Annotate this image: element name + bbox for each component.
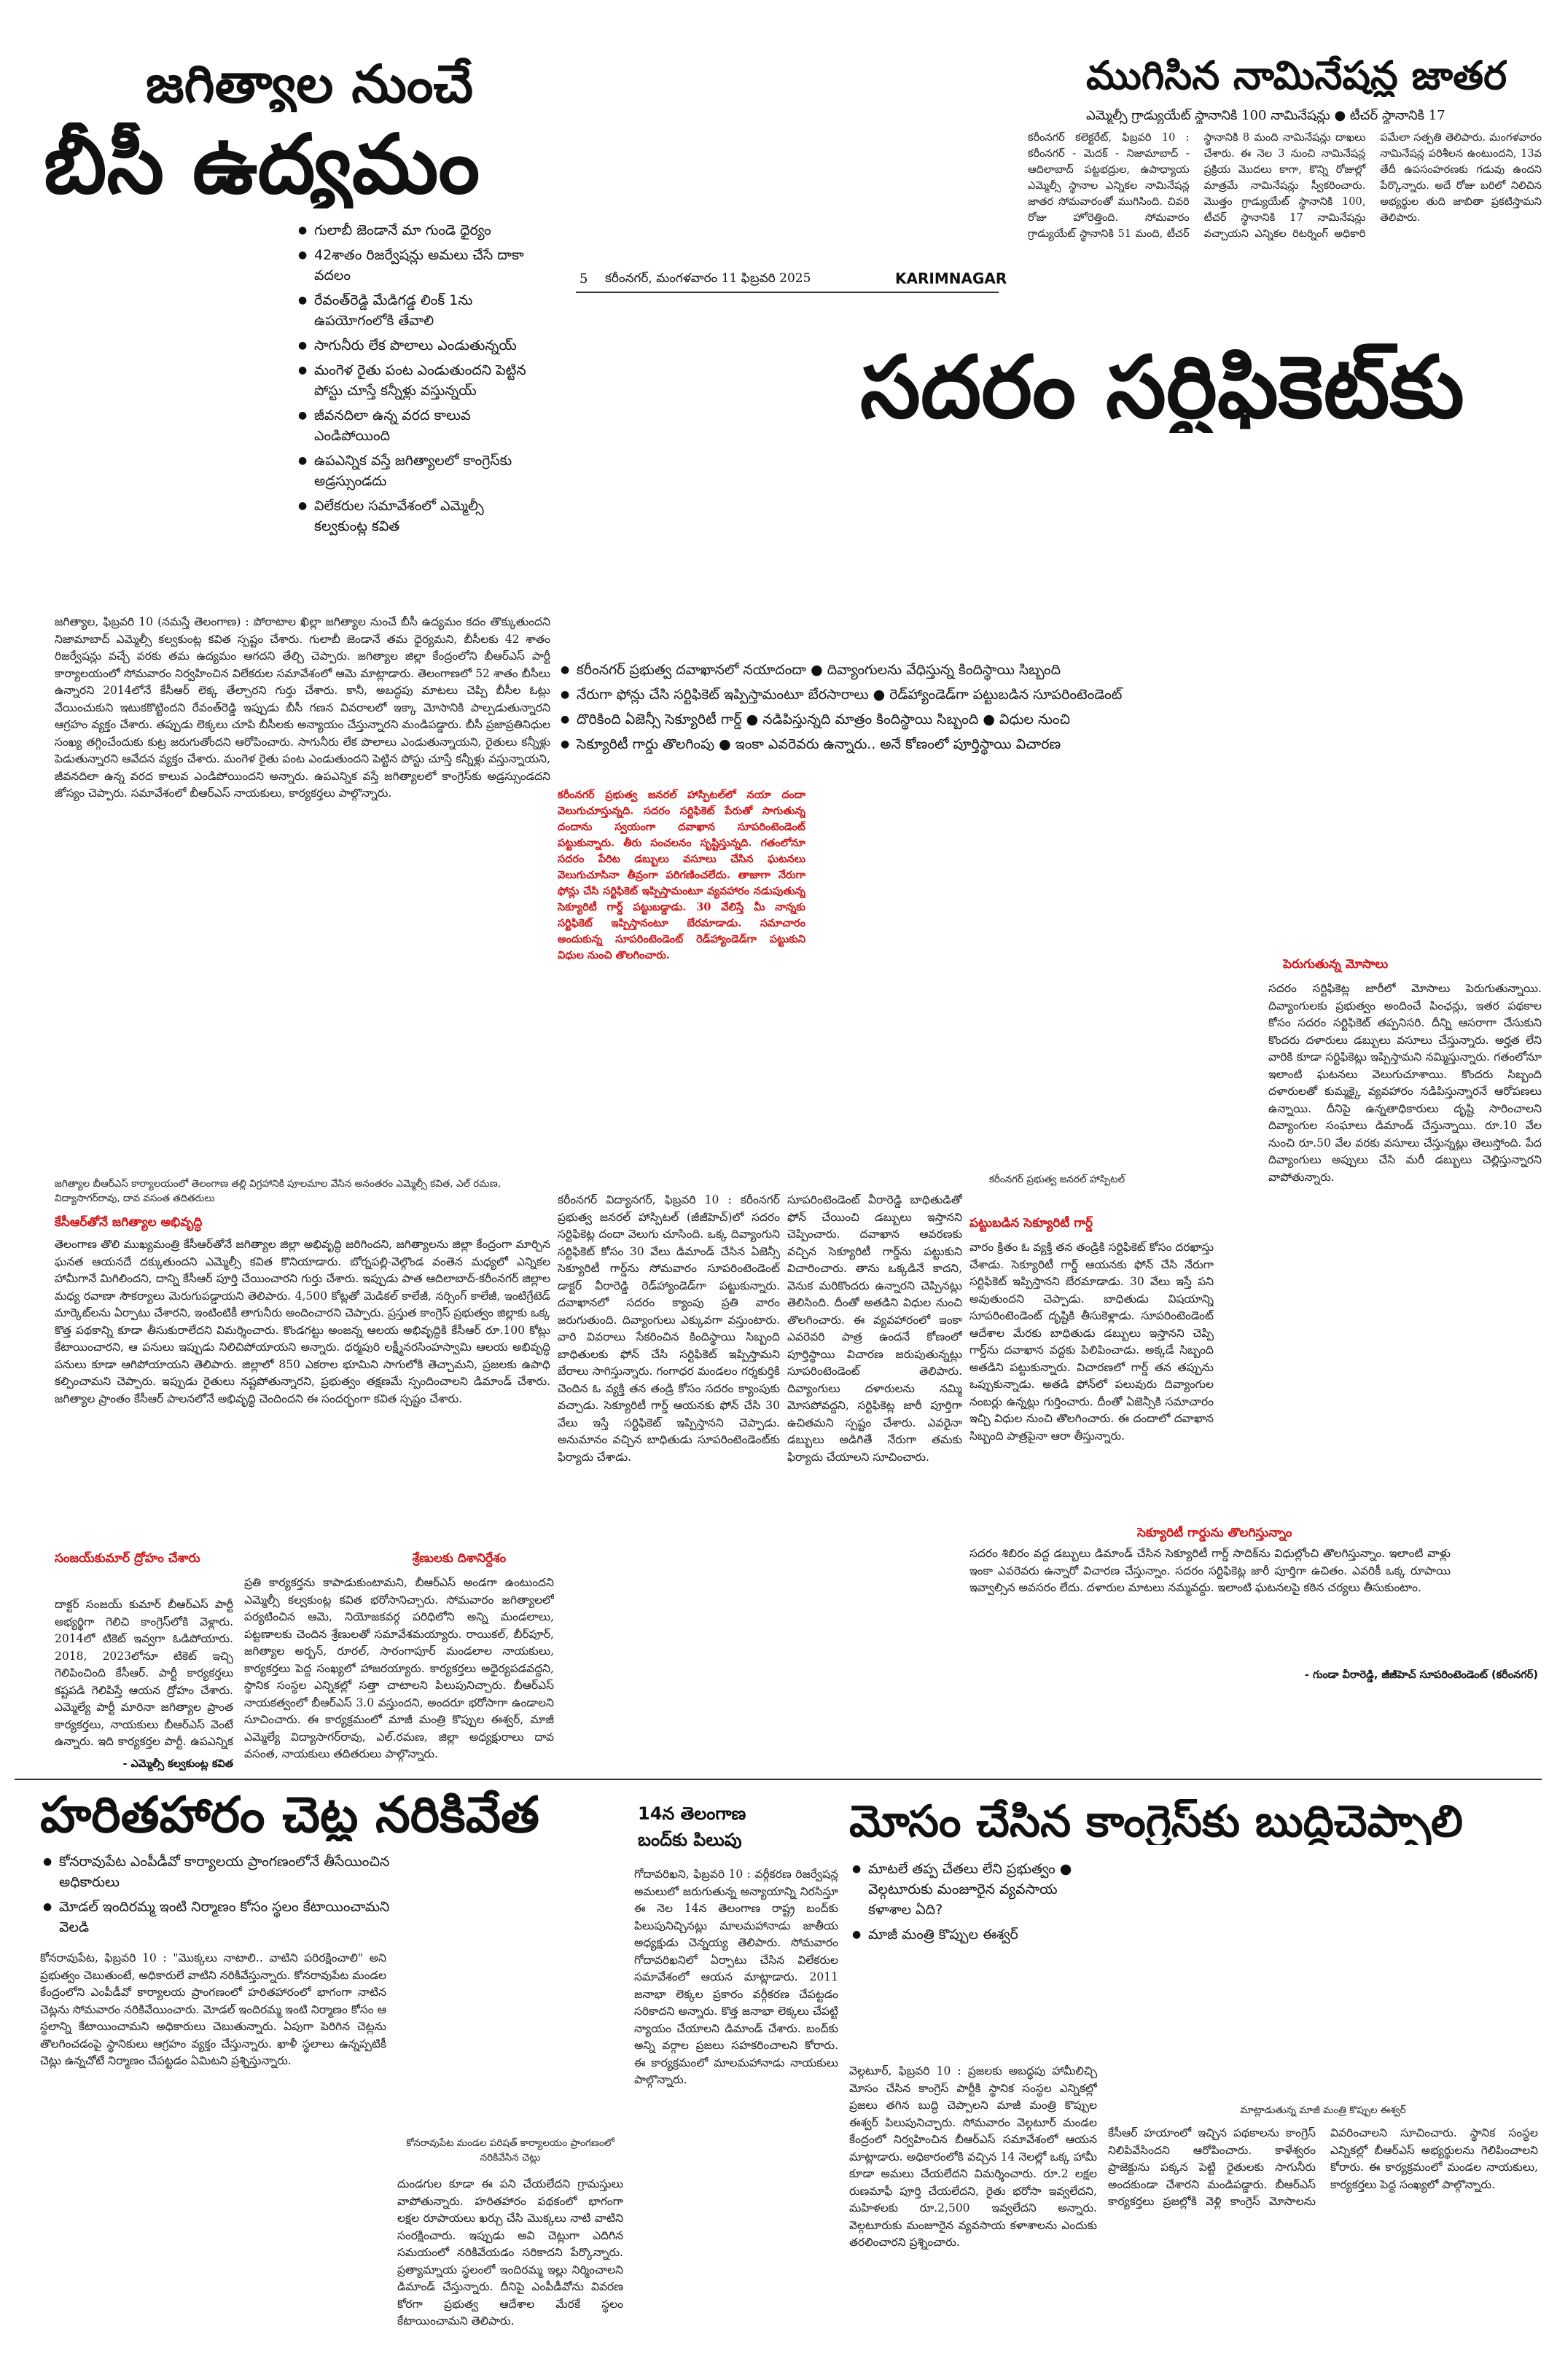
certificate-bullet: సెక్యూరిటీ గార్డు తొలగింపు ● ఇంకా ఎవరెవర… — [558, 734, 1527, 754]
hospital-photo — [813, 787, 1542, 1166]
certificate-column-4: సదరం సర్టిఫికెట్ల జారీలో మోసాలు పెరుగుతు… — [1268, 982, 1542, 1184]
congress-bullet-list: మాటలే తప్ప చేతలు లేని ప్రభుత్వం ● వెల్గట… — [849, 1859, 1097, 1990]
koppula-photo — [1108, 1852, 1538, 2096]
bc-bullet: 42శాతం రిజర్వేషన్లు అమలు చేసే దాకా వదలం — [295, 245, 536, 286]
certificate-column-2: సూపరింటెండెంట్ వీరారెడ్డి బాధితుడితో ఫోన… — [787, 1193, 962, 1464]
trees-bullet: కోనరావుపేట ఎంపీడీవో కార్యాలయ ప్రాంగణంలోన… — [40, 1852, 390, 1892]
fraud-kicker: పెరుగుతున్న మోసాలు — [1283, 957, 1389, 972]
sanjay-body: దాక్టర్ సంజయ్ కుమార్ బీఆర్‌ఎస్ పార్టీ అభ… — [55, 1598, 233, 1753]
congress-body-continued: కేసీఆర్ హయాంలో ఇచ్చిన పథకాలను కాంగ్రెస్ … — [1108, 2126, 1538, 2208]
certificate-bullet: నేరుగా ఫోన్లు చేసి సర్టిఫికెట్ ఇప్పిస్తా… — [558, 684, 1527, 705]
bc-bullet: జీవనదిలా ఉన్న వరద కాలువ ఎండిపోయింది — [295, 405, 536, 446]
hospital-photo-caption: కరీంనగర్ ప్రభుత్వ జనరల్ హాస్పిటల్ — [988, 1174, 1125, 1185]
bc-bullet: గులాబీ జెండానే మా గుండె ధైర్యం — [295, 220, 536, 241]
trees-body: కోనరావుపేట, ఫిబ్రవరి 10 : "మొక్కలు నాటాల… — [40, 1951, 386, 2067]
workers-body: ప్రతి కార్యకర్తను కాపాడుకుంటామని, బీఆర్‌… — [244, 1576, 554, 1760]
bc-bullet: మంగెళ రైతు పంట ఎండుతుందని పెట్టిన పోస్టు… — [295, 360, 536, 401]
bc-body: జగిత్యాల, ఫిబ్రవరి 10 (నమస్తే తెలంగాణ) :… — [55, 615, 550, 800]
superintendent-quote: సదరం శిబిరం వద్ద డబ్బులు డిమాండ్ చేసిన స… — [969, 1547, 1451, 1594]
trees-bullet: మోడల్ ఇందిరమ్మ ఇంటి నిర్మాణం కోసం స్థలం … — [40, 1897, 390, 1932]
superintendent-photo — [1458, 1494, 1538, 1575]
trees-bullet-list: కోనరావుపేట ఎంపీడీవో కార్యాలయ ప్రాంగణంలోన… — [40, 1852, 390, 1932]
nominations-subheadline: ఎమ్మెల్సీ గ్రాడ్యుయేట్ స్థానానికి 100 నా… — [1086, 108, 1445, 123]
bc-bullet: సాగునీరు లేక పొలాలు ఎండుతున్నయ్ — [295, 335, 536, 356]
certificate-column-1: కరీంనగర్ విద్యానగర్, ఫిబ్రవరి 10 : కరీంన… — [558, 1193, 780, 1464]
bc-bullet: ఉపఎన్నిక వస్తే జగిత్యాలలో కాంగ్రెస్‌కు అ… — [295, 450, 536, 491]
removal-kicker: సెక్యూరిటీ గార్డును తొలగిస్తున్నాం — [1137, 1526, 1292, 1540]
edition-label: KARIMNAGAR — [895, 270, 1007, 287]
koppula-photo-caption: మాట్లాడుతున్న మాజీ మంత్రి కొప్పుల ఈశ్వర్ — [1240, 2104, 1406, 2116]
certificate-column-3: వారం క్రితం ఓ వ్యక్తి తన తండ్రికి సర్టిఫ… — [969, 1241, 1214, 1443]
superintendent-signature: - గుండా వీరారెడ్డి, జీజీహెచ్ సూపరింటెండె… — [1304, 1669, 1538, 1681]
certificate-bullet-list: కరీంనగర్ ప్రభుత్వ దవాఖానలో నయాదందా ● దివ… — [558, 660, 1527, 782]
congress-headline: మోసం చేసిన కాంగ్రెస్‌కు బుద్ధిచెప్పాలి — [849, 1799, 1464, 1845]
bandh-headline: 14న తెలంగాణ బంద్‌కు పిలుపు — [638, 1803, 746, 1850]
trees-body-continued: దుండగుల కూడా ఈ పని చేయలేదని గ్రామస్తులు … — [397, 2177, 623, 2328]
bc-bullet-list: గులాబీ జెండానే మా గుండె ధైర్యం 42శాతం రి… — [295, 220, 536, 599]
certificate-headline: సదరం సర్టిఫికెట్‌కు — [860, 343, 1464, 433]
kcr-photo-caption: జగిత్యాల బీఆర్‌ఎస్ కార్యాలయంలో తెలంగాణ త… — [55, 1178, 502, 1204]
bc-headline: బీసీ ఉద్యమం — [44, 122, 480, 208]
sanjay-signature: - ఎమ్మెల్సీ కల్వకుంట్ల కవిత — [122, 1758, 233, 1770]
certificate-bullet: దొరికింది ఏజెన్సీ సెక్యూరిటీ గార్డ్ ● నడ… — [558, 709, 1527, 730]
page-number: 5 — [580, 271, 588, 286]
guard-kicker: పట్టుబడిన సెక్యూరిటీ గార్డ్ — [969, 1216, 1093, 1230]
nominations-headline: ముగిసిన నామినేషన్ల జాతర — [1086, 55, 1507, 97]
bc-kicker: జగిత్యాల నుంచే — [146, 57, 474, 112]
certificate-bullet: కరీంనగర్ ప్రభుత్వ దవాఖానలో నయాదందా ● దివ… — [558, 660, 1527, 680]
certificate-red-intro: కరీంనగర్ ప్రభుత్వ జనరల్ హాస్పిటల్‌లో నయా… — [558, 789, 805, 961]
congress-body: వెల్గటూర్, ఫిబ్రవరి 10 : ప్రజలకు అబద్ధపు… — [849, 2064, 1097, 2249]
masthead-rule — [576, 292, 999, 293]
workers-kicker: శ్రేణులకు దిశానిర్దేశం — [412, 1551, 507, 1566]
section-rule — [15, 1779, 1542, 1780]
congress-bullet: మాజీ మంత్రి కొప్పుల ఈశ్వర్ — [849, 1924, 1097, 1945]
kcr-body: తెలంగాణ తొలి ముఖ్యమంత్రి కేసీఆర్‌తోనే జగ… — [55, 1238, 550, 1405]
bandh-body: గోదావరిఖని, ఫిబ్రవరి 10 : వర్గీకరణ రిజర్… — [634, 1868, 838, 2086]
sanjay-kicker: సంజయ్‌కుమార్ ద్రోహం చేశారు — [55, 1551, 200, 1566]
trees-headline: హరితహారం చెట్ల నరికివేత — [40, 1790, 539, 1842]
trees-photo — [397, 1852, 623, 2063]
bc-bullet: రేవంత్‌రెడ్డి మేడిగడ్డ లింక్ 1ను ఉపయోగంల… — [295, 290, 536, 331]
kavitha-photo — [15, 219, 277, 598]
nominations-body: కరీంనగర్ కలెక్టరేట్, ఫిబ్రవరి 10 : కరీంన… — [1028, 132, 1542, 240]
kcr-kicker: కేసీఆర్‌తోనే జగిత్యాల అభివృద్ధి — [55, 1215, 203, 1230]
kcr-event-photo — [55, 1093, 550, 1174]
congress-bullet: మాటలే తప్ప చేతలు లేని ప్రభుత్వం ● వెల్గట… — [849, 1859, 1097, 1920]
trees-photo-caption: కోనరావుపేట మండల పరిషత్ కార్యాలయం ప్రాంగణ… — [406, 2137, 614, 2164]
dateline: కరీంనగర్, మంగళవారం 11 ఫిబ్రవరి 2025 — [605, 271, 811, 286]
bc-bullet: విలేకరుల సమావేశంలో ఎమ్మెల్సీ కల్వకుంట్ల … — [295, 496, 536, 537]
